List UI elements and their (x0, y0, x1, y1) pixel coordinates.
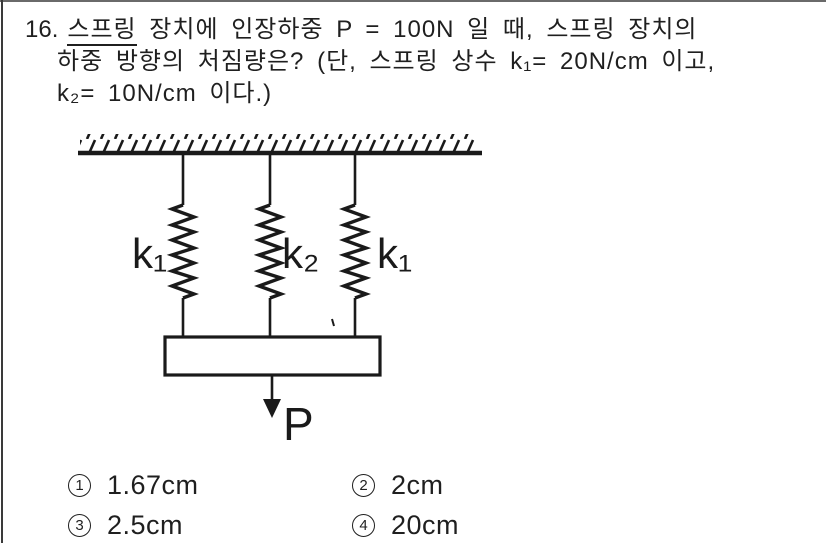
spring-diagram: k₁ k₂ k₁ P (78, 134, 482, 450)
option-2: 2 2cm (352, 470, 444, 501)
option-3: 3 2.5cm (68, 510, 183, 541)
spring-label-k1-right: k₁ (377, 230, 412, 277)
option-3-marker: 3 (68, 514, 91, 537)
option-4-marker: 4 (352, 514, 375, 537)
load-arrow (263, 375, 281, 418)
spring-label-k2: k₂ (282, 230, 319, 277)
option-4-text: 20cm (391, 510, 460, 540)
option-1-text: 1.67cm (107, 470, 199, 500)
question-line-3: k₂= 10N/cm 이다.) (57, 80, 273, 107)
scan-artifact-tick (331, 318, 335, 327)
page-left-border (1, 0, 3, 543)
question-number: 16. (25, 16, 59, 43)
option-2-marker: 2 (352, 474, 375, 497)
spring-right (338, 153, 372, 337)
option-3-text: 2.5cm (107, 510, 184, 540)
option-1: 1 1.67cm (68, 470, 199, 501)
ceiling-hatching (80, 134, 476, 153)
load-label: P (283, 398, 314, 450)
spring-label-k1-left: k₁ (132, 230, 167, 277)
option-1-marker: 1 (68, 474, 91, 497)
load-bar (163, 335, 382, 377)
question-line1-text: 장치에 인장하중 P = 100N 일 때, 스프링 장치의 (149, 16, 698, 43)
question-underlined-term: 스프링 (67, 16, 137, 46)
spring-middle (253, 153, 287, 337)
option-2-text: 2cm (391, 470, 444, 500)
question-line-1: 16. 스프링 장치에 인장하중 P = 100N 일 때, 스프링 장치의 (25, 16, 698, 46)
question-line-2: 하중 방향의 처짐량은? (단, 스프링 상수 k₁= 20N/cm 이고, (57, 48, 716, 75)
page-top-border (0, 0, 826, 2)
spring-left (166, 153, 200, 337)
option-4: 4 20cm (352, 510, 459, 541)
